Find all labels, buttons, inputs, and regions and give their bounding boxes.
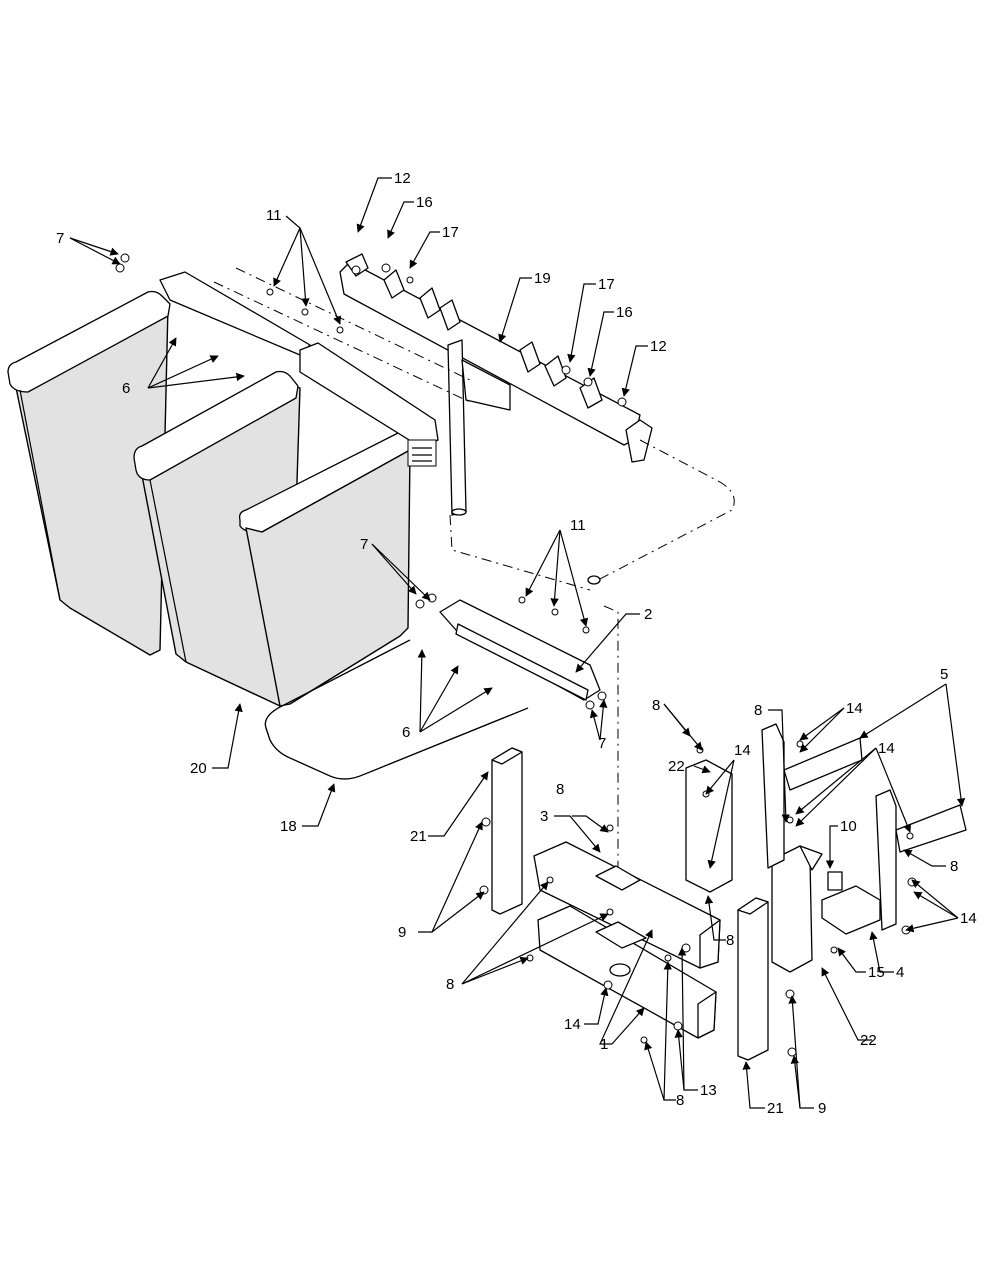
callout-8-bracket-top: 8 (652, 697, 660, 714)
callout-labels: 12 16 17 11 7 6 19 17 16 12 11 7 2 6 7 2… (56, 170, 977, 1117)
callout-4: 4 (896, 964, 904, 981)
rear-bin-bracket (159, 271, 439, 467)
callout-8-left-group: 8 (446, 976, 454, 993)
front-handle (264, 639, 529, 780)
callout-18: 18 (280, 818, 297, 835)
callout-16-top: 16 (416, 194, 433, 211)
callout-7-top: 7 (56, 230, 64, 247)
support-post-left (491, 747, 523, 915)
support-post-right (737, 897, 769, 1061)
callout-22-right: 22 (860, 1032, 877, 1049)
callout-1: 1 (600, 1036, 608, 1053)
callout-22-left: 22 (668, 758, 685, 775)
callout-9-right: 9 (818, 1100, 826, 1117)
front-bin-bracket (439, 599, 619, 880)
callout-12-top: 12 (394, 170, 411, 187)
callout-2: 2 (644, 606, 652, 623)
callout-21-left: 21 (410, 828, 427, 845)
callout-19: 19 (534, 270, 551, 287)
base-tube-lower (537, 905, 717, 1039)
callout-8-bottom: 8 (676, 1092, 684, 1109)
callout-9-left: 9 (398, 924, 406, 941)
callout-11-middle: 11 (570, 517, 586, 534)
callout-13: 13 (700, 1082, 717, 1099)
callout-7-bottom: 7 (598, 735, 606, 752)
callout-3: 3 (540, 808, 548, 825)
bracket-22-left (685, 759, 733, 893)
callout-6-top: 6 (122, 380, 130, 397)
callout-8-under-bracket: 8 (726, 932, 734, 949)
callout-14-bottom: 14 (564, 1016, 581, 1033)
bin-right (133, 370, 411, 707)
callout-17-top: 17 (442, 224, 459, 241)
cap-10 (827, 871, 843, 891)
callout-5: 5 (940, 666, 948, 683)
callout-21-right: 21 (767, 1100, 784, 1117)
base-tube-upper (533, 841, 721, 969)
bin-left (7, 290, 171, 656)
callout-12-right: 12 (650, 338, 667, 355)
callout-20: 20 (190, 760, 207, 777)
callout-14-arm-top: 14 (846, 700, 863, 717)
arm-5-upper (761, 723, 863, 869)
callout-10: 10 (840, 818, 857, 835)
callout-11-top: 11 (266, 207, 282, 224)
arm-5-lower (875, 789, 967, 931)
callout-14-center: 14 (734, 742, 751, 759)
bracket-22-right (771, 845, 823, 973)
callout-7-middle: 7 (360, 536, 368, 553)
callout-6-middle: 6 (402, 724, 410, 741)
callout-17-right: 17 (598, 276, 615, 293)
callout-14-arm-middle: 14 (878, 740, 895, 757)
callout-14-right: 14 (960, 910, 977, 927)
leader-lines (69, 177, 966, 1109)
callout-16-right: 16 (616, 304, 633, 321)
callout-8-right: 8 (950, 858, 958, 875)
callout-15: 15 (868, 964, 885, 981)
tube-assembly (213, 253, 735, 591)
callout-8-arm: 8 (754, 702, 762, 719)
callout-8-center: 8 (556, 781, 564, 798)
bracket-4 (821, 885, 881, 935)
